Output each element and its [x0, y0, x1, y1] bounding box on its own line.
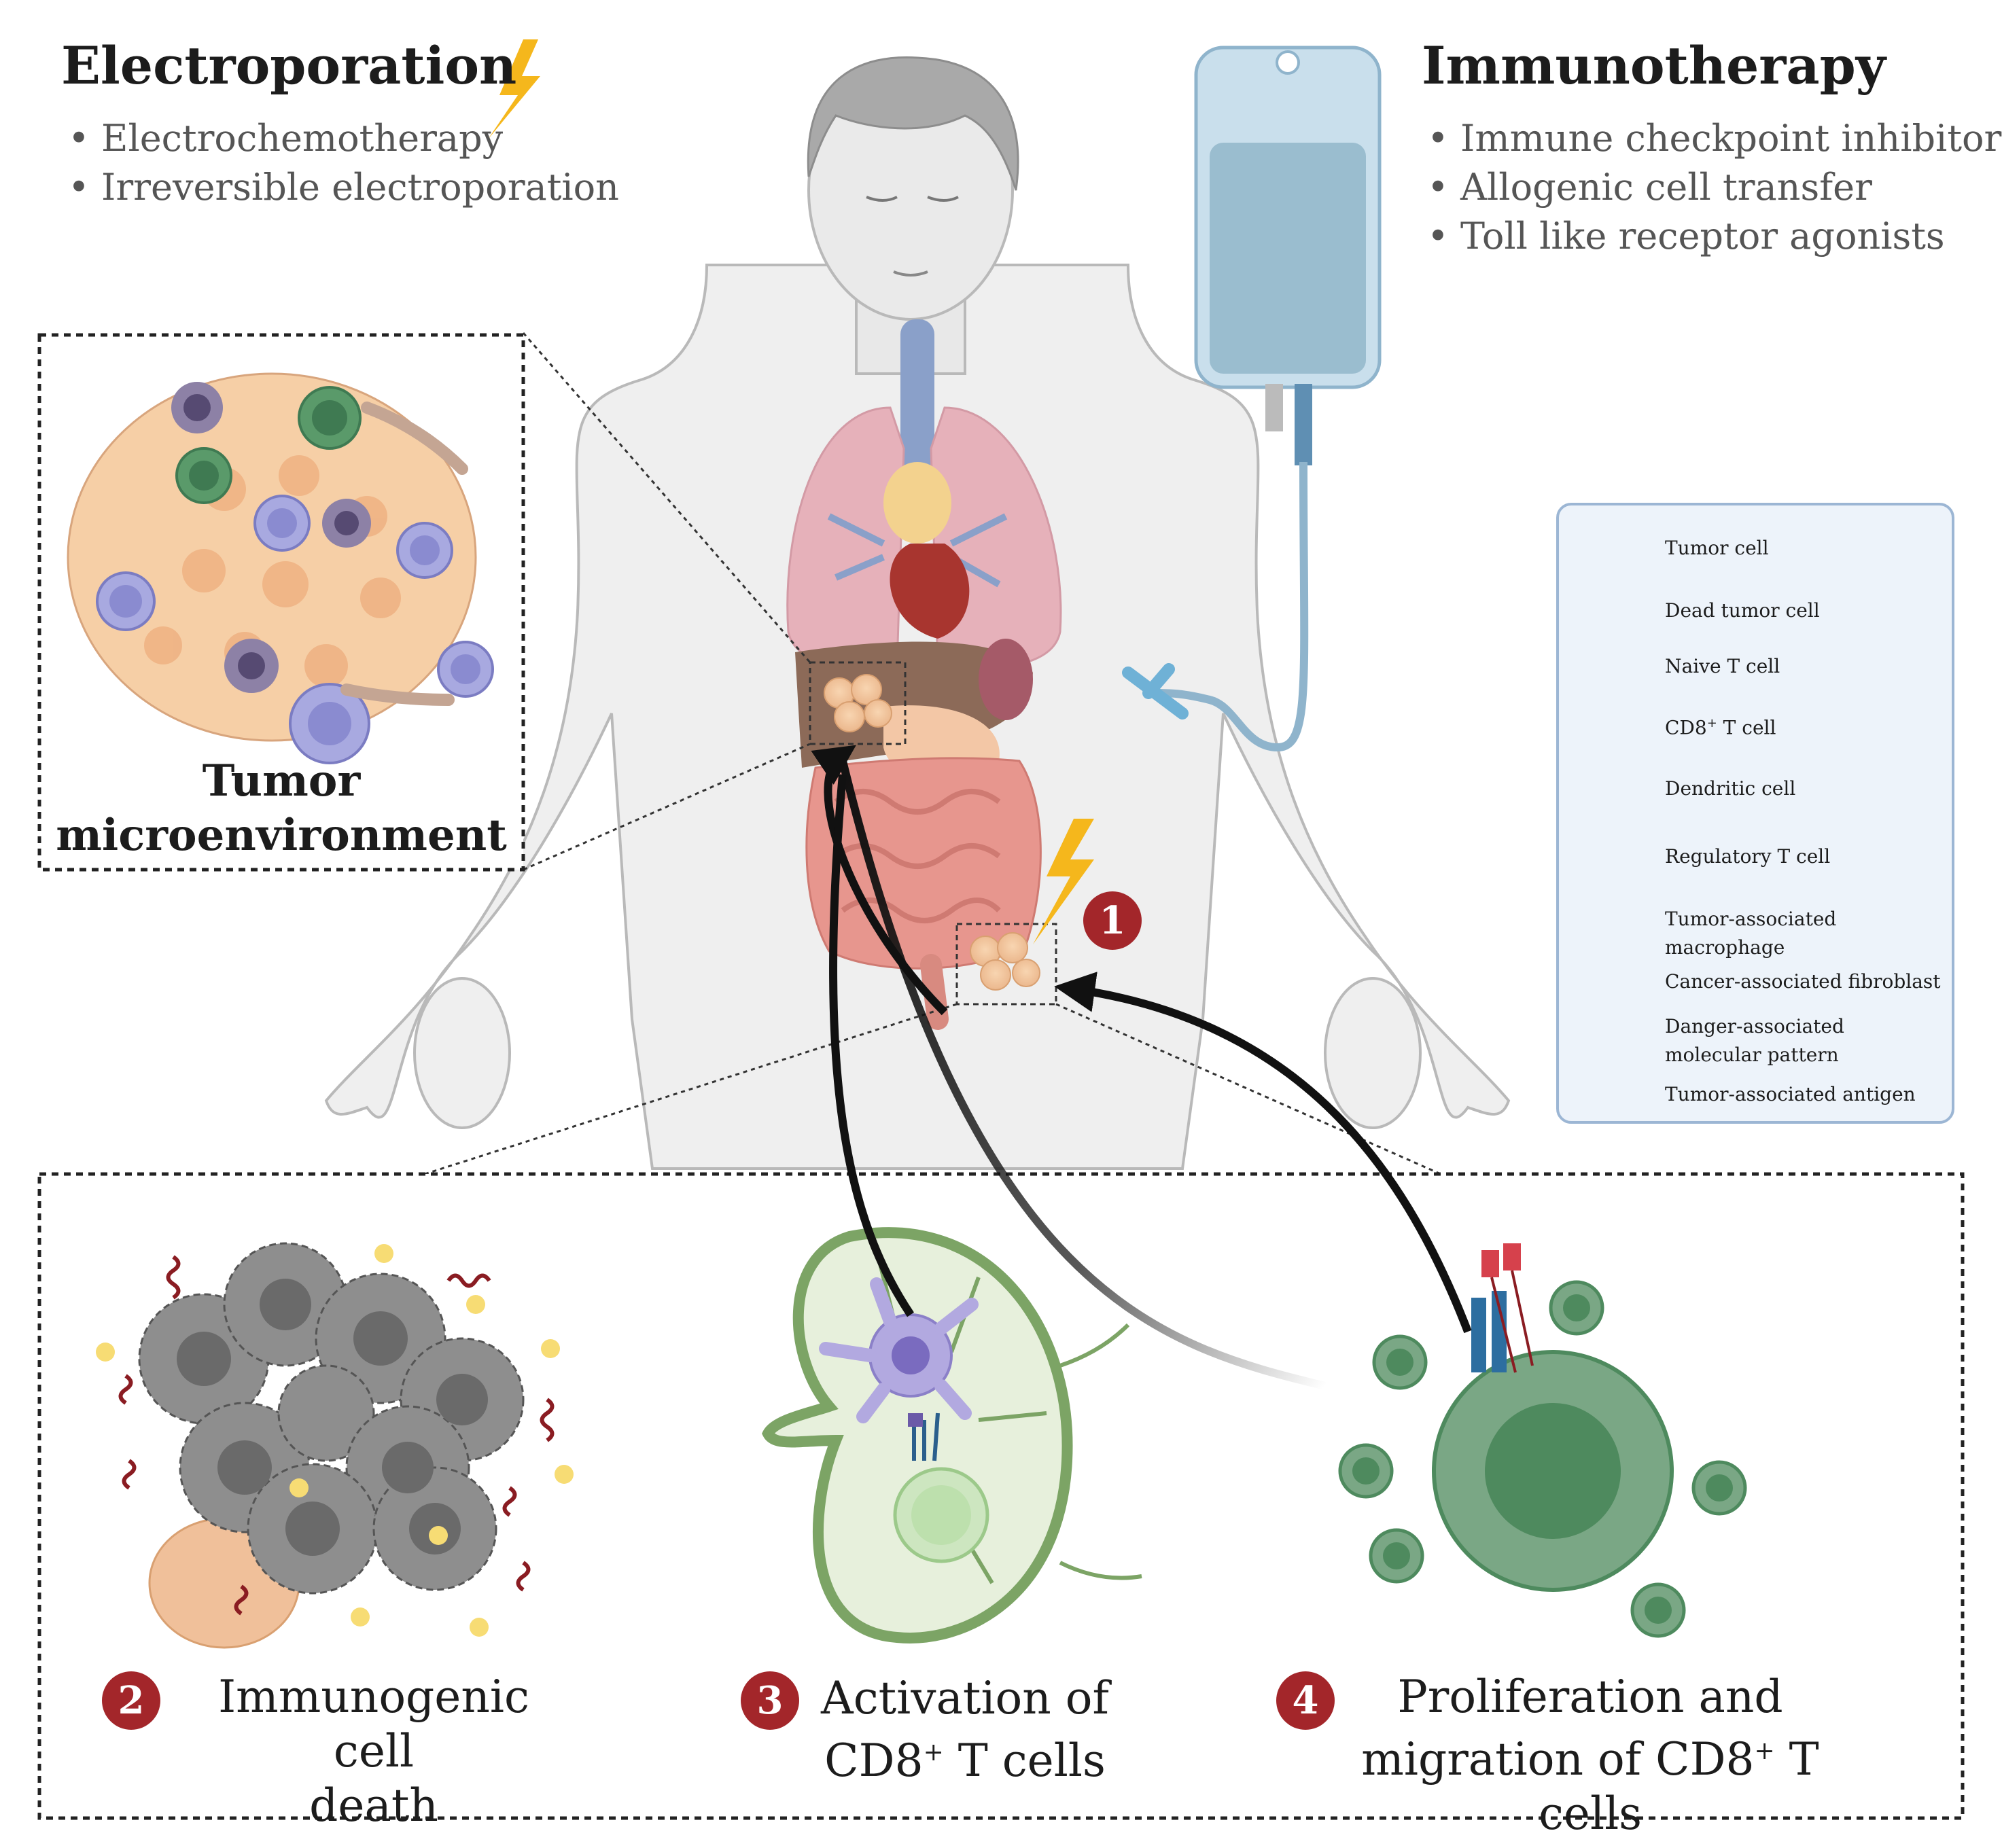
- liver-tumor: [809, 661, 907, 745]
- step-4-label: Proliferation and migration of CD8+ T ce…: [1325, 1670, 1855, 1841]
- step-3-label-line1: Activation of: [821, 1672, 1109, 1724]
- legend-label-macrophage: Tumor-associated macrophage: [1665, 908, 1837, 959]
- legend-panel: Tumor cell Dead tumor cell Naive T cell …: [1556, 503, 1954, 1124]
- legend-label-cd8-t-cell: CD8+ T cell: [1665, 716, 1776, 739]
- step-3-label: Activation of CD8+ T cells: [815, 1671, 1114, 1788]
- immunotherapy-title: Immunotherapy: [1422, 35, 1886, 96]
- step-4-label-line1: Proliferation and: [1397, 1671, 1783, 1723]
- legend-label-naive-t-cell: Naive T cell: [1665, 655, 1780, 677]
- tme-label-line1: Tumor: [202, 756, 361, 806]
- step-2-label: Immunogenic cell death: [177, 1670, 571, 1833]
- lightning-icon-header: [488, 39, 540, 139]
- legend-label-fibroblast: Cancer-associated fibroblast: [1665, 970, 1941, 993]
- legend-label-dendritic-cell: Dendritic cell: [1665, 777, 1796, 800]
- lymph-node: [762, 1227, 1142, 1643]
- immunotherapy-item: • Allogenic cell transfer: [1427, 166, 1872, 209]
- legend-label-antigen: Tumor-associated antigen: [1665, 1083, 1916, 1105]
- step-2-badge: 2: [102, 1671, 160, 1730]
- proliferating-t-cells: [1338, 1243, 1747, 1638]
- tme-cluster: [67, 372, 494, 764]
- step-2-label-line1: Immunogenic cell: [218, 1671, 529, 1777]
- legend-label-regulatory-t-cell: Regulatory T cell: [1665, 845, 1831, 868]
- legend-label-dead-tumor-cell: Dead tumor cell: [1665, 599, 1820, 622]
- tme-label: Tumor microenvironment: [39, 754, 523, 863]
- immunotherapy-item: • Toll like receptor agonists: [1427, 215, 1945, 257]
- connector-tme-bottom: [523, 743, 811, 871]
- arrow-from-node: [829, 774, 914, 1317]
- electroporation-list: • Electrochemotherapy • Irreversible ele…: [68, 114, 619, 212]
- step-3-label-line2: CD8+ T cells: [824, 1735, 1106, 1787]
- colon-tumor: [955, 923, 1057, 1006]
- tme-label-line2: microenvironment: [56, 810, 507, 861]
- step-4-badge: 4: [1276, 1671, 1335, 1730]
- connector-bottom-left: [424, 1003, 958, 1175]
- immunotherapy-item: • Immune checkpoint inhibitors: [1427, 117, 2002, 160]
- step-4-label-line2: migration of CD8+ T cells: [1361, 1733, 1819, 1840]
- legend-label-damp: Danger-associated molecular pattern: [1665, 1015, 1844, 1066]
- legend-label-tumor-cell: Tumor cell: [1665, 537, 1769, 559]
- step-3-badge: 3: [741, 1671, 799, 1730]
- electroporation-item: • Irreversible electroporation: [68, 166, 619, 209]
- step-1-badge: 1: [1083, 891, 1142, 950]
- iv-bag: [1122, 46, 1382, 752]
- arrow-from-proliferation: [839, 760, 1327, 1390]
- immunotherapy-list: • Immune checkpoint inhibitors • Allogen…: [1427, 114, 2002, 261]
- lightning-icon-body: [1033, 819, 1094, 944]
- electroporation-title: Electroporation: [61, 35, 517, 96]
- dead-tumor-cluster: [96, 1242, 574, 1649]
- electroporation-item: • Electrochemotherapy: [68, 117, 504, 160]
- step-2-label-line2: death: [309, 1779, 438, 1832]
- arrow-to-colon: [1054, 972, 1472, 1334]
